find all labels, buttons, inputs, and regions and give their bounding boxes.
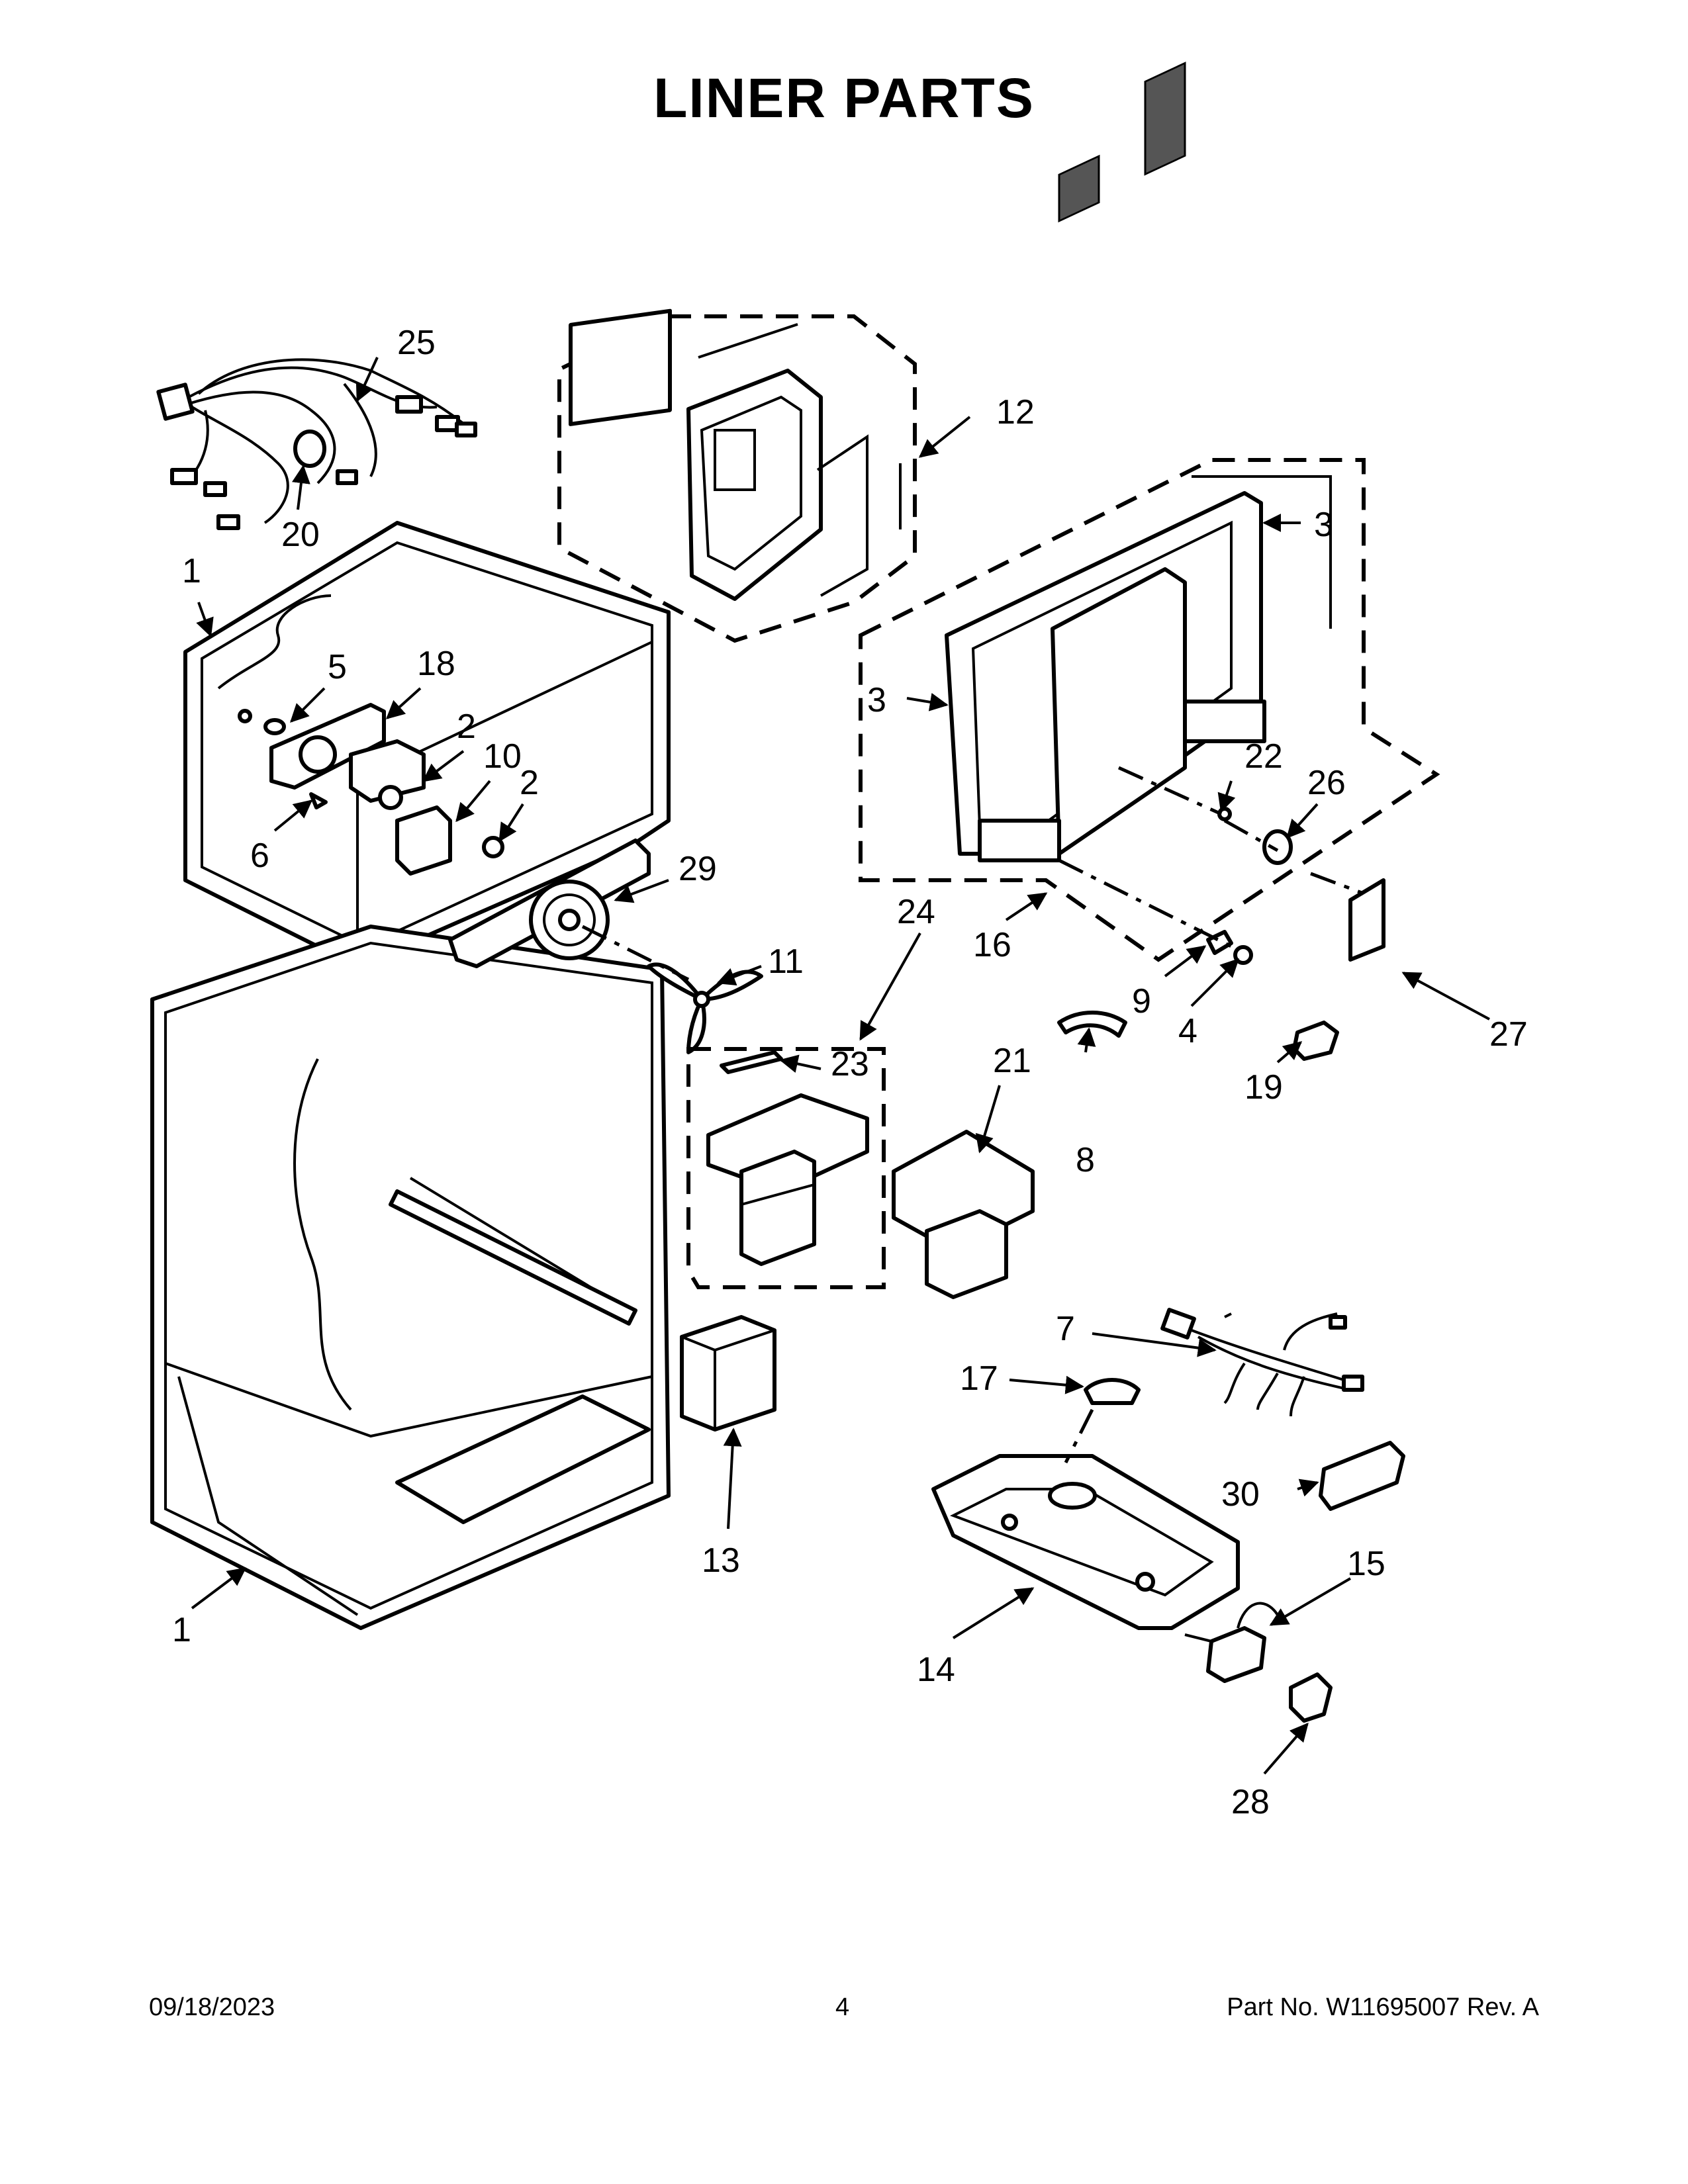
- control-17: [1084, 1378, 1141, 1405]
- callout-27: 27: [1489, 1015, 1528, 1054]
- callout-9: 9: [1132, 982, 1151, 1021]
- callout-10: 10: [483, 737, 522, 776]
- group-12-dashed-outline: [557, 308, 917, 643]
- fan-motor-assembly: [238, 703, 651, 968]
- callout-15: 15: [1347, 1545, 1385, 1583]
- callout-22: 22: [1244, 737, 1283, 776]
- leader-lines: [191, 357, 1490, 1775]
- assembly-lines: [581, 766, 1364, 1464]
- callout-18: 18: [417, 645, 455, 683]
- wire-harness-25: [156, 358, 477, 530]
- footer-date: 09/18/2023: [149, 1993, 275, 2021]
- callout-16: 16: [973, 926, 1011, 964]
- hose-8: [1057, 1011, 1127, 1038]
- page-title: LINER PARTS: [653, 67, 1035, 129]
- callout-1-upper: 1: [182, 552, 201, 590]
- callout-3-left: 3: [867, 681, 886, 719]
- callout-19: 19: [1244, 1068, 1283, 1107]
- callout-23: 23: [831, 1045, 869, 1083]
- cap-26: [1262, 829, 1293, 865]
- callout-12: 12: [996, 393, 1035, 432]
- callout-28: 28: [1231, 1783, 1270, 1821]
- callout-26: 26: [1307, 764, 1346, 802]
- wire-harness-7: [1160, 1308, 1364, 1417]
- callout-11: 11: [768, 942, 804, 981]
- callout-2-upper: 2: [457, 707, 476, 746]
- callout-13: 13: [702, 1541, 740, 1580]
- ice-chute-21: [892, 1130, 1035, 1299]
- footer-page-number: 4: [835, 1993, 850, 2021]
- group-24-dashed-outline: [686, 1047, 886, 1289]
- ice-bucket-13: [680, 1315, 776, 1432]
- thermostat-15: [1184, 1602, 1279, 1683]
- callout-2-lower: 2: [520, 764, 539, 802]
- callout-1-lower: 1: [172, 1611, 191, 1649]
- callout-3-right: 3: [1314, 506, 1333, 544]
- callout-14: 14: [917, 1651, 955, 1689]
- callout-25: 25: [397, 324, 436, 362]
- callout-6: 6: [250, 837, 269, 875]
- group-16-dashed-outline: [859, 62, 1440, 962]
- callout-5: 5: [328, 648, 347, 686]
- callout-21: 21: [993, 1042, 1031, 1080]
- control-board-30: [1319, 1441, 1405, 1511]
- callout-8: 8: [1076, 1141, 1095, 1179]
- callout-4: 4: [1178, 1012, 1197, 1050]
- switch-19: [1292, 1021, 1339, 1061]
- callout-7: 7: [1056, 1310, 1075, 1348]
- footer-part-number: Part No. W11695007 Rev. A: [1227, 1993, 1539, 2021]
- callout-20: 20: [281, 516, 320, 554]
- callout-labels: 25 20 12 3 3 1 5 18 2 10 2 6 29 11 24 16…: [172, 324, 1528, 1821]
- callout-29: 29: [679, 850, 717, 888]
- knob-28: [1289, 1672, 1333, 1723]
- callout-30: 30: [1221, 1475, 1260, 1514]
- cover-27: [1348, 878, 1385, 962]
- callout-17: 17: [960, 1359, 998, 1398]
- fan-blade-11: [647, 962, 763, 1054]
- fresh-food-liner-1: [150, 925, 671, 1630]
- callout-24: 24: [897, 893, 935, 931]
- washer-4: [1233, 945, 1253, 965]
- tray-14: [931, 1454, 1240, 1630]
